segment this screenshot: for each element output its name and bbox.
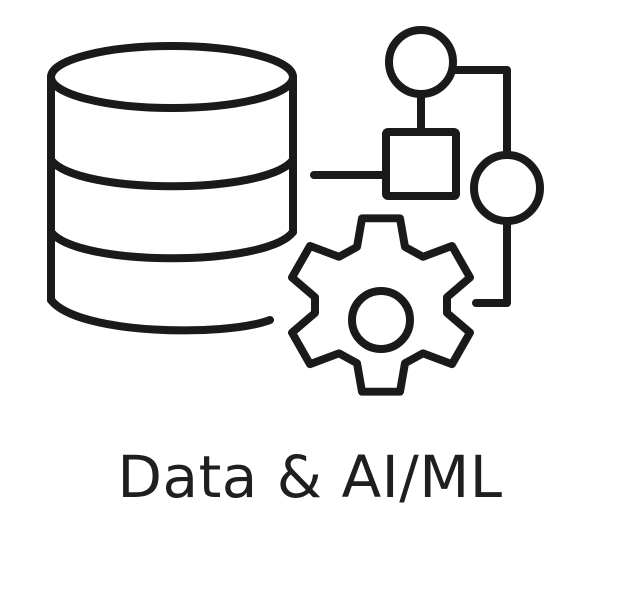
illustration-svg [47,26,544,396]
gear-icon [288,214,474,396]
database-icon [47,42,297,335]
data-ai-ml-illustration [47,26,544,396]
workflow-diagram-icon [310,26,544,307]
caption-title: Data & AI/ML [117,443,503,511]
